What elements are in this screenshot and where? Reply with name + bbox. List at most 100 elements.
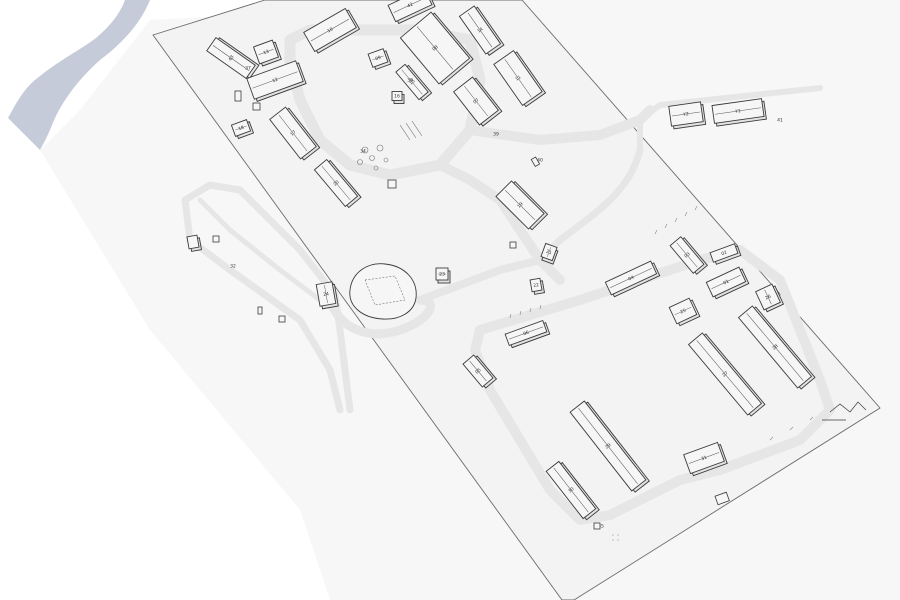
building-label: 32: [230, 264, 236, 270]
building-roof: [529, 277, 543, 293]
building-ridge: [672, 111, 700, 117]
building-43: 43: [206, 37, 260, 80]
building-26: 26: [755, 283, 785, 313]
building-label: 25: [679, 307, 687, 315]
building-label: 01: [722, 278, 730, 286]
river: [8, 0, 150, 150]
building-04: 04: [604, 260, 661, 298]
building-39: 39: [493, 132, 499, 138]
building-ridge: [509, 326, 543, 340]
building-label: 23: [439, 272, 445, 278]
road-central-spine: [435, 160, 565, 285]
building-label: 41: [777, 118, 783, 124]
building-ridge: [578, 408, 638, 484]
building-label: 11: [514, 74, 522, 82]
building-24: 24: [315, 281, 339, 310]
building-ridge: [467, 12, 493, 48]
building-21: 21: [540, 242, 559, 265]
building-Y2: Y2: [668, 101, 707, 130]
plaza-building: [349, 263, 417, 320]
building-34: 34: [360, 149, 366, 155]
building-01: 01: [705, 266, 750, 300]
building-ridge: [252, 71, 298, 89]
building-11: 11: [493, 50, 547, 108]
building-label: 42: [406, 1, 414, 9]
building-label: 10: [326, 26, 334, 34]
buildings-layer: 4313121009084214111718151607201921222324…: [186, 0, 816, 530]
building-20: 20: [313, 158, 362, 209]
building-17: 17: [269, 106, 321, 161]
building-30: 30: [545, 460, 600, 521]
building-label: 17: [289, 129, 297, 137]
building-label: 29: [604, 442, 612, 450]
building-16: 16: [391, 91, 405, 104]
building-03: 03: [669, 236, 709, 275]
building-12: 12: [246, 60, 307, 102]
building-ridge: [310, 18, 350, 42]
building-ridge: [393, 0, 427, 13]
building-ridge: [372, 55, 384, 61]
building-label: 35: [598, 524, 604, 530]
building-label: Y2: [682, 111, 690, 118]
building-ridge: [610, 268, 652, 288]
building-roof: [709, 243, 739, 263]
building-ridge: [688, 452, 720, 464]
building-ridge: [746, 313, 804, 381]
east-gate: [822, 401, 867, 421]
building-label: 15: [408, 78, 416, 86]
parking-marks: [509, 205, 814, 541]
building-label: 07: [472, 97, 480, 105]
building-ridge: [504, 189, 536, 221]
building-08: 08: [399, 11, 474, 86]
building-label: 13: [262, 49, 270, 57]
landscape-trees: [357, 120, 423, 171]
building-40: 40: [537, 158, 543, 164]
building-29: 29: [569, 400, 650, 493]
road-east-curve: [536, 146, 644, 264]
building-ridge: [464, 85, 488, 117]
building-label: 37: [245, 66, 251, 72]
building-13: 13: [252, 39, 282, 67]
building-ridge: [764, 289, 772, 305]
building-label: 18: [237, 125, 245, 133]
building-label: 22: [533, 282, 540, 289]
building-label: 04: [627, 274, 635, 282]
building-ridge: [212, 45, 250, 71]
building-37: 37: [245, 66, 251, 72]
building-label: 06: [522, 330, 530, 338]
building-label: 43: [227, 54, 235, 62]
building-15: 15: [395, 63, 433, 102]
building-18: 18: [230, 119, 255, 140]
building-label: 12: [271, 77, 279, 85]
building-23: 23: [435, 267, 451, 284]
building-label: 08: [431, 44, 439, 52]
road-west-loop: [181, 181, 354, 414]
building-roof: [391, 91, 403, 101]
building-ridge: [258, 49, 274, 55]
building-label: 31: [700, 455, 708, 463]
building-28: 28: [737, 305, 816, 390]
building-Y1: Y1: [711, 98, 767, 127]
building-ridge: [401, 69, 423, 95]
building-ridge: [696, 340, 754, 408]
building-label: 39: [493, 132, 499, 138]
building-ridge: [469, 360, 487, 382]
building-label: 16: [394, 94, 400, 100]
road-network: [181, 24, 835, 525]
road-southwest: [416, 256, 544, 304]
building-ridge: [235, 125, 247, 131]
building-14: 14: [458, 5, 505, 56]
building-ridge: [504, 59, 532, 97]
building-09: 09: [367, 48, 392, 71]
road-west-track: [197, 197, 323, 303]
building-label: 14: [476, 26, 484, 34]
building-label: 02: [720, 250, 728, 258]
building-label: 21: [545, 249, 553, 257]
building-label: 03: [683, 251, 691, 259]
building-32: 32: [230, 264, 236, 270]
building-ridge: [676, 242, 698, 268]
building-label: 20: [332, 179, 340, 187]
building-38: 38: [407, 78, 413, 84]
